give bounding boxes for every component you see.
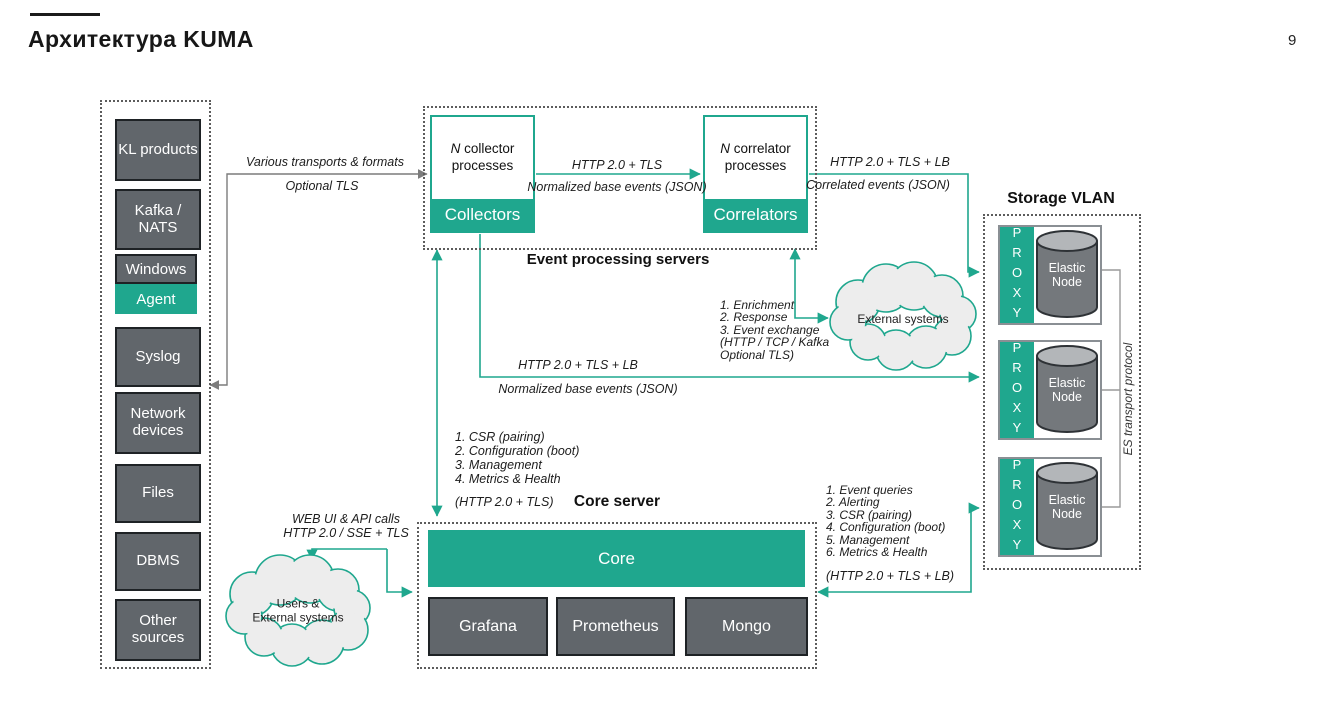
collector-box: N collector processes Collectors [430,115,535,233]
label-http-tls-lb-top: HTTP 2.0 + TLS + LB [830,155,950,169]
core-server-group [417,522,817,669]
source-network-devices: Network devices [115,392,201,454]
sources-group: KL products Kafka / NATS Windows Agent S… [100,100,211,669]
elastic-node-cylinder [1036,462,1098,550]
label-correlated-events: Correlated events (JSON) [806,178,950,192]
storage-node-3: PROXY Elastic Node [998,457,1102,557]
label-webui-api: WEB UI & API calls HTTP 2.0 / SSE + TLS [283,512,409,540]
proxy-strip: PROXY [1000,340,1034,440]
source-other: Other sources [115,599,201,661]
collectors-badge: Collectors [432,199,533,231]
label-http-tls-proto: (HTTP 2.0 + TLS) [455,495,554,509]
core-box: Core [428,530,805,587]
source-windows: Windows [115,254,197,284]
elastic-node-label: Elastic Node [1048,376,1086,405]
label-event-queries-list: 1. Event queries 2. Alerting 3. CSR (pai… [826,483,946,560]
label-enrichment-list: 1. Enrichment 2. Response 3. Event excha… [720,298,830,362]
label-normalized-events-1: Normalized base events (JSON) [527,180,707,194]
service-prometheus: Prometheus [556,597,675,656]
elastic-node-area: Elastic Node [1034,227,1100,323]
correlator-title: N correlator processes [720,141,791,173]
label-http-tls: HTTP 2.0 + TLS [571,158,663,172]
storage-node-2: PROXY Elastic Node [998,340,1102,440]
proxy-strip: PROXY [1000,225,1034,325]
source-files: Files [115,464,201,523]
source-kafka-nats: Kafka / NATS [115,189,201,250]
elastic-node-area: Elastic Node [1034,459,1100,555]
label-http-tls-lb-proto: (HTTP 2.0 + TLS + LB) [826,569,955,583]
label-various-transports: Various transports & formats [246,155,404,169]
label-csr-list: 1. CSR (pairing) 2. Configuration (boot)… [455,430,580,486]
page-title: Архитектура KUMA [28,26,254,52]
elastic-node-cylinder [1036,230,1098,318]
service-mongo: Mongo [685,597,808,656]
label-http-tls-lb-mid: HTTP 2.0 + TLS + LB [518,358,638,372]
external-systems-label: External systems [857,311,949,326]
correlators-badge: Correlators [705,199,806,231]
source-kl-products: KL products [115,119,201,181]
event-processing-label: Event processing servers [526,251,710,268]
correlator-box: N correlator processes Correlators [703,115,808,233]
source-agent: Agent [115,284,197,314]
storage-vlan-group [983,214,1141,570]
service-grafana: Grafana [428,597,548,656]
source-dbms: DBMS [115,532,201,591]
users-cloud-label: Users & External systems [252,596,344,625]
edge-users-core [386,549,413,598]
storage-vlan-label: Storage VLAN [1007,190,1115,207]
elastic-node-label: Elastic Node [1048,261,1086,290]
collector-title: N collector processes [450,141,515,173]
page-number: 9 [1288,32,1297,49]
source-windows-agent: Windows Agent [113,252,199,316]
elastic-node-area: Elastic Node [1034,342,1100,438]
title-accent-bar [30,13,100,16]
es-transport-label: ES transport protocol [1121,342,1135,456]
core-server-label: Core server [573,493,661,510]
label-optional-tls: Optional TLS [285,179,359,193]
label-normalized-events-2: Normalized base events (JSON) [498,382,678,396]
storage-node-1: PROXY Elastic Node [998,225,1102,325]
proxy-strip: PROXY [1000,457,1034,557]
elastic-node-cylinder [1036,345,1098,433]
edge-sources-collectors [209,169,428,390]
edge-core-users [306,548,387,561]
event-processing-group [423,106,817,250]
source-syslog: Syslog [115,327,201,387]
elastic-node-label: Elastic Node [1048,493,1086,522]
